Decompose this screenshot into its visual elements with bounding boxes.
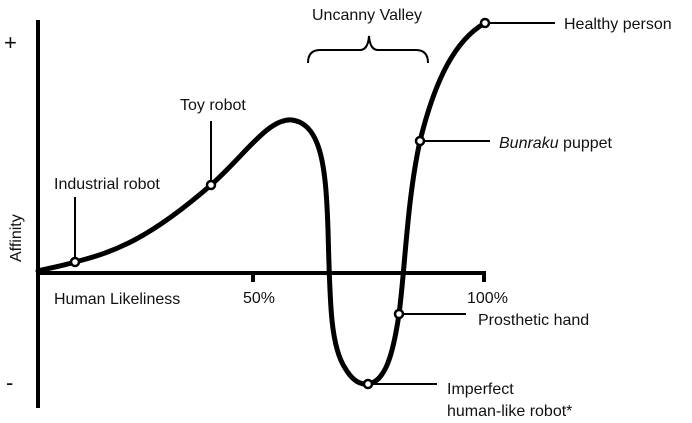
label-healthy-person: Healthy person (564, 16, 672, 33)
label-bunraku-italic: Bunraku (499, 135, 559, 152)
point-imperfect-robot (362, 378, 374, 390)
x-tick-label-100: 100% (467, 290, 508, 307)
point-industrial-robot (69, 256, 81, 268)
point-bunraku-puppet (414, 135, 426, 147)
uncanny-valley-bracket (307, 35, 429, 64)
point-healthy-person (479, 17, 491, 29)
label-imperfect-line2: human-like robot* (447, 403, 572, 420)
y-axis-label: Affinity (8, 214, 25, 262)
x-axis-label: Human Likeliness (54, 291, 180, 308)
label-bunraku-rest: puppet (559, 135, 613, 152)
uncanny-valley-label: Uncanny Valley (312, 7, 422, 24)
x-tick-label-50: 50% (243, 290, 275, 307)
label-imperfect-line1: Imperfect (447, 381, 514, 398)
label-industrial-robot: Industrial robot (54, 176, 160, 193)
label-bunraku-puppet: Bunraku puppet (499, 135, 613, 152)
y-minus-label: - (6, 370, 13, 395)
label-toy-robot: Toy robot (180, 97, 246, 114)
y-plus-label: + (4, 30, 17, 55)
label-prosthetic-hand: Prosthetic hand (478, 312, 589, 329)
affinity-curve (35, 20, 488, 387)
point-prosthetic-hand (393, 308, 405, 320)
point-toy-robot (205, 179, 217, 191)
